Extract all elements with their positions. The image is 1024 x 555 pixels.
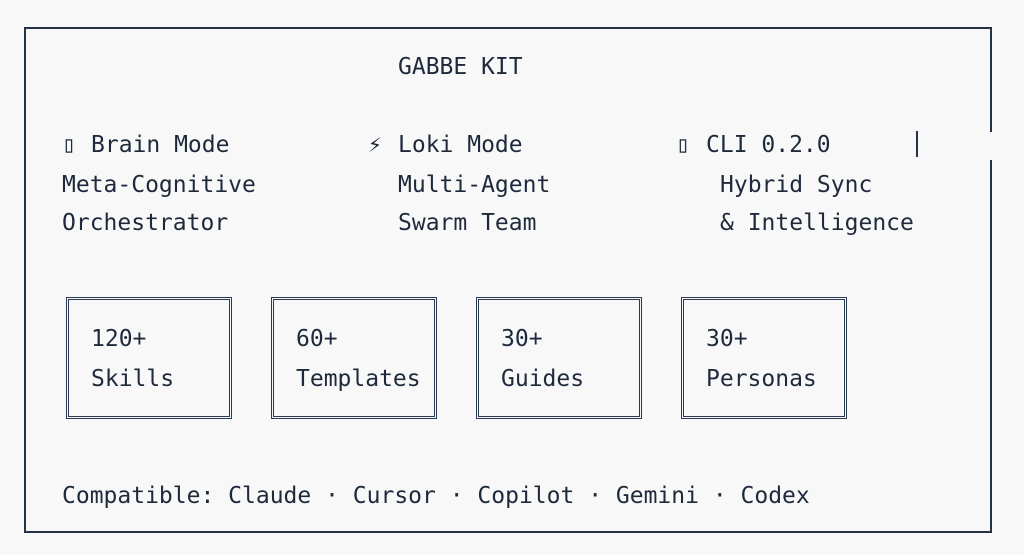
mode-desc-line2-loki: Swarm Team [398, 210, 537, 236]
mode-desc-line1-cli: Hybrid Sync [720, 172, 873, 198]
column-divider [916, 131, 918, 157]
compatibility-line: Compatible: Claude · Cursor · Copilot · … [62, 483, 810, 509]
stat-value: 30+ [706, 326, 748, 352]
mode-desc-line1-brain: Meta-Cognitive [62, 172, 256, 198]
terminal-icon: ▯ [676, 132, 690, 158]
stat-box-skills [66, 297, 232, 419]
stat-value: 30+ [501, 326, 543, 352]
stat-box-templates [271, 297, 437, 419]
mode-desc-line2-cli: & Intelligence [720, 210, 914, 236]
stat-box-guides [476, 297, 642, 419]
stat-label: Skills [91, 366, 175, 392]
stat-box-personas [681, 297, 847, 419]
brain-icon: ▯ [62, 132, 76, 158]
mode-desc-line2-brain: Orchestrator [62, 210, 229, 236]
outer-frame [24, 27, 992, 533]
lightning-icon: ⚡ [368, 132, 382, 158]
mode-title-cli: CLI 0.2.0 [706, 132, 831, 158]
stat-label: Personas [706, 366, 817, 392]
mode-title-loki: Loki Mode [398, 132, 523, 158]
mode-title-brain: Brain Mode [91, 132, 230, 158]
stat-label: Templates [296, 366, 421, 392]
frame-gap [988, 132, 996, 160]
stat-value: 120+ [91, 326, 147, 352]
stat-value: 60+ [296, 326, 338, 352]
page-title: GABBE KIT [398, 54, 523, 80]
stat-label: Guides [501, 366, 585, 392]
mode-desc-line1-loki: Multi-Agent [398, 172, 551, 198]
